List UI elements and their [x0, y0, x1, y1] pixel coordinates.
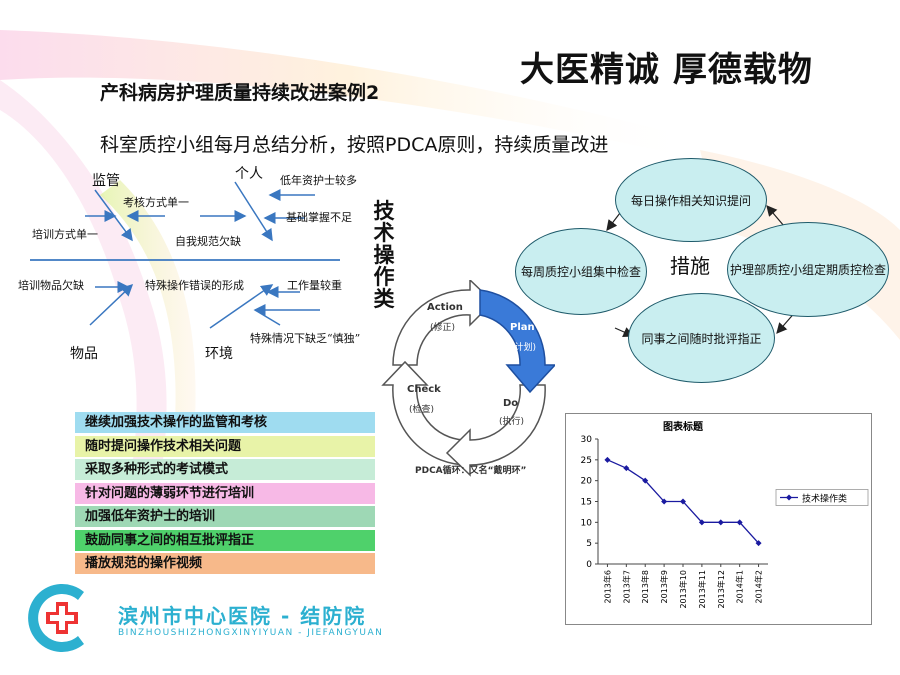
cause-training-materials: 培训物品欠缺	[18, 279, 84, 292]
pdca-check-cn: (检查)	[409, 405, 435, 415]
x-tick-label: 2013年8	[640, 570, 650, 603]
data-point	[642, 477, 649, 484]
pdca-check-label: Check	[407, 384, 441, 395]
x-tick-label: 2013年7	[621, 570, 631, 603]
cause-self-discipline: 自我规范欠缺	[175, 235, 241, 248]
measure-peer-correction: 同事之间随时批评指正	[628, 293, 775, 383]
y-tick-label: 15	[581, 498, 592, 508]
cause-special-operation: 特殊操作错误的形成	[145, 279, 244, 292]
hospital-name: 滨州市中心医院 - 结防院	[118, 604, 367, 628]
data-point	[698, 519, 705, 526]
fishbone-diagram: 监管 个人 物品 环境 考核方式单一 低年资护士较多 培训方式单一 基础掌握不足…	[0, 160, 420, 380]
pdca-action-label: Action	[427, 302, 463, 313]
cause-assessment: 考核方式单一	[123, 196, 189, 209]
hospital-pinyin: BINZHOUSHIZHONGXINYIYUAN - JIEFANGYUAN	[118, 628, 384, 638]
measure-weekly-check: 每周质控小组集中检查	[515, 228, 647, 315]
x-tick-label: 2014年2	[754, 570, 764, 603]
measures-center-label: 措施	[670, 254, 710, 278]
y-tick-label: 10	[581, 518, 593, 528]
cause-training-method: 培训方式单一	[32, 228, 98, 241]
action-list: 继续加强技术操作的监管和考核 随时提问操作技术相关问题 采取多种形式的考试模式 …	[75, 412, 375, 577]
fishbone-lines	[30, 181, 340, 329]
action-item-5: 加强低年资护士的培训	[75, 506, 375, 527]
action-item-2: 随时提问操作技术相关问题	[75, 435, 375, 457]
pdca-do-cn: (执行)	[499, 417, 525, 427]
cause-workload: 工作量较重	[287, 279, 342, 292]
x-tick-label: 2014年1	[735, 570, 745, 603]
x-tick-label: 2013年6	[602, 570, 612, 603]
y-tick-label: 5	[586, 539, 592, 549]
slide-title: 产科病房护理质量持续改进案例2	[100, 82, 380, 104]
data-point	[717, 519, 724, 526]
measure-nursing-dept-check: 护理部质控小组定期质控检查	[727, 222, 889, 317]
data-point	[736, 519, 743, 526]
pdca-caption: PDCA循环：又名“戴明环”	[415, 466, 527, 476]
data-point	[755, 540, 762, 547]
data-point	[680, 498, 686, 505]
line-chart-svg: 图表标题 0 5 10 15 20 25 30 2013年6 2013年7 2013年8 2013年9…	[581, 420, 869, 609]
y-tick-label: 0	[586, 560, 592, 570]
action-item-6: 鼓励同事之间的相互批评指正	[75, 529, 375, 551]
fishbone-head-materials: 物品	[70, 346, 98, 362]
cause-junior-nurses: 低年资护士较多	[280, 174, 357, 187]
legend-label: 技术操作类	[802, 493, 847, 505]
hospital-logo-icon	[28, 584, 84, 652]
pdca-action-cn: (修正)	[430, 323, 456, 333]
measure-daily-quiz: 每日操作相关知识提问	[615, 158, 767, 242]
data-point	[604, 456, 611, 463]
pdca-plan-cn: (计划)	[511, 343, 537, 353]
action-item-1: 继续加强技术操作的监管和考核	[75, 412, 375, 433]
y-tick-label: 30	[581, 435, 593, 445]
line-chart: 图表标题 0 5 10 15 20 25 30 2013年6 2013年7 2013年8 2013年9…	[565, 413, 872, 625]
pdca-cycle: Action (修正) Plan (计划) Do (执行) Check (检查)…	[375, 280, 555, 480]
slogan: 大医精诚 厚德载物	[520, 50, 813, 90]
y-tick-label: 20	[581, 477, 593, 487]
pdca-arrows	[381, 280, 555, 477]
legend-marker	[786, 494, 792, 501]
pdca-do-label: Do	[503, 398, 519, 409]
pdca-plan-label: Plan	[510, 322, 535, 333]
subtitle: 科室质控小组每月总结分析，按照PDCA原则，持续质量改进	[100, 134, 609, 156]
action-item-7: 播放规范的操作视频	[75, 553, 375, 574]
legend-box	[775, 489, 869, 506]
y-tick-label: 25	[581, 456, 592, 466]
data-point	[661, 498, 668, 505]
fishbone-head-personal: 个人	[235, 166, 263, 182]
x-tick-label: 2013年12	[716, 570, 726, 609]
x-tick-label: 2013年11	[697, 570, 707, 609]
x-tick-label: 2013年10	[678, 570, 688, 609]
data-point	[623, 465, 630, 472]
fishbone-head-environment: 环境	[205, 346, 233, 362]
cause-basics: 基础掌握不足	[286, 211, 352, 224]
action-item-4: 针对问题的薄弱环节进行培训	[75, 482, 375, 504]
x-tick-label: 2013年9	[659, 570, 669, 603]
cause-self-vigilance: 特殊情况下缺乏“慎独”	[250, 332, 361, 345]
fishbone-head-supervision: 监管	[92, 173, 120, 189]
action-item-3: 采取多种形式的考试模式	[75, 459, 375, 480]
fishbone-effect: 技术操作类	[373, 199, 395, 311]
chart-title: 图表标题	[663, 420, 704, 433]
